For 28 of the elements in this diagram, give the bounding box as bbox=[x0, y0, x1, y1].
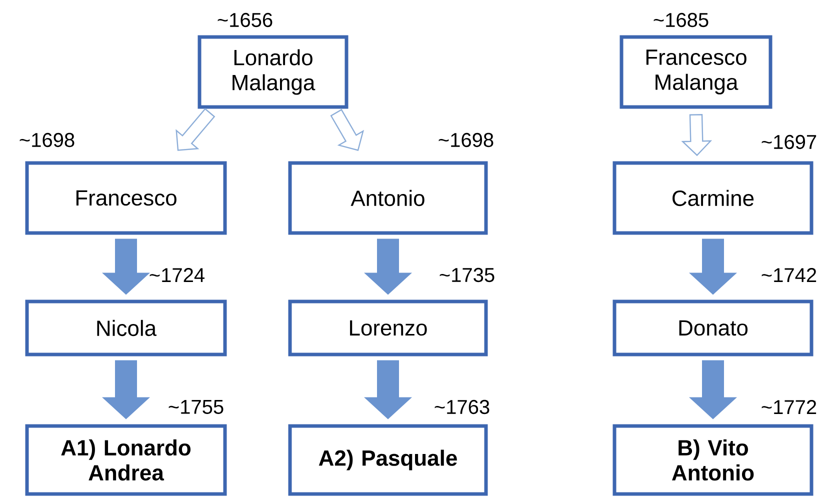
name-box: Francesco Malanga bbox=[620, 35, 772, 109]
block-arrow bbox=[364, 360, 412, 420]
year-label: ~1685 bbox=[654, 12, 708, 28]
name-box: A1) Lonardo Andrea bbox=[25, 424, 227, 496]
name-box: Donato bbox=[612, 300, 814, 356]
year-label: ~1742 bbox=[762, 268, 816, 282]
year-label: ~1724 bbox=[150, 268, 204, 282]
name-box: B) Vito Antonio bbox=[612, 424, 814, 496]
name-box: Lorenzo bbox=[288, 300, 488, 356]
year-label: ~1698 bbox=[20, 132, 74, 148]
year-label: ~1698 bbox=[438, 132, 494, 148]
year-label: ~1735 bbox=[440, 268, 494, 282]
block-arrow bbox=[689, 360, 737, 420]
block-arrow bbox=[689, 238, 737, 295]
name-box: Nicola bbox=[25, 300, 227, 356]
name-box: Francesco bbox=[25, 161, 227, 235]
year-label: ~1772 bbox=[762, 400, 816, 414]
year-label: ~1697 bbox=[762, 134, 816, 150]
name-box: A2) Pasquale bbox=[288, 424, 488, 496]
name-box: Lonardo Malanga bbox=[198, 35, 348, 109]
name-box: Antonio bbox=[288, 161, 488, 235]
block-arrow bbox=[102, 360, 150, 420]
block-arrow bbox=[102, 238, 150, 295]
name-box: Carmine bbox=[612, 161, 814, 235]
year-label: ~1763 bbox=[434, 400, 490, 414]
year-label: ~1755 bbox=[168, 400, 224, 414]
block-arrow bbox=[364, 238, 412, 295]
year-label: ~1656 bbox=[218, 12, 272, 28]
